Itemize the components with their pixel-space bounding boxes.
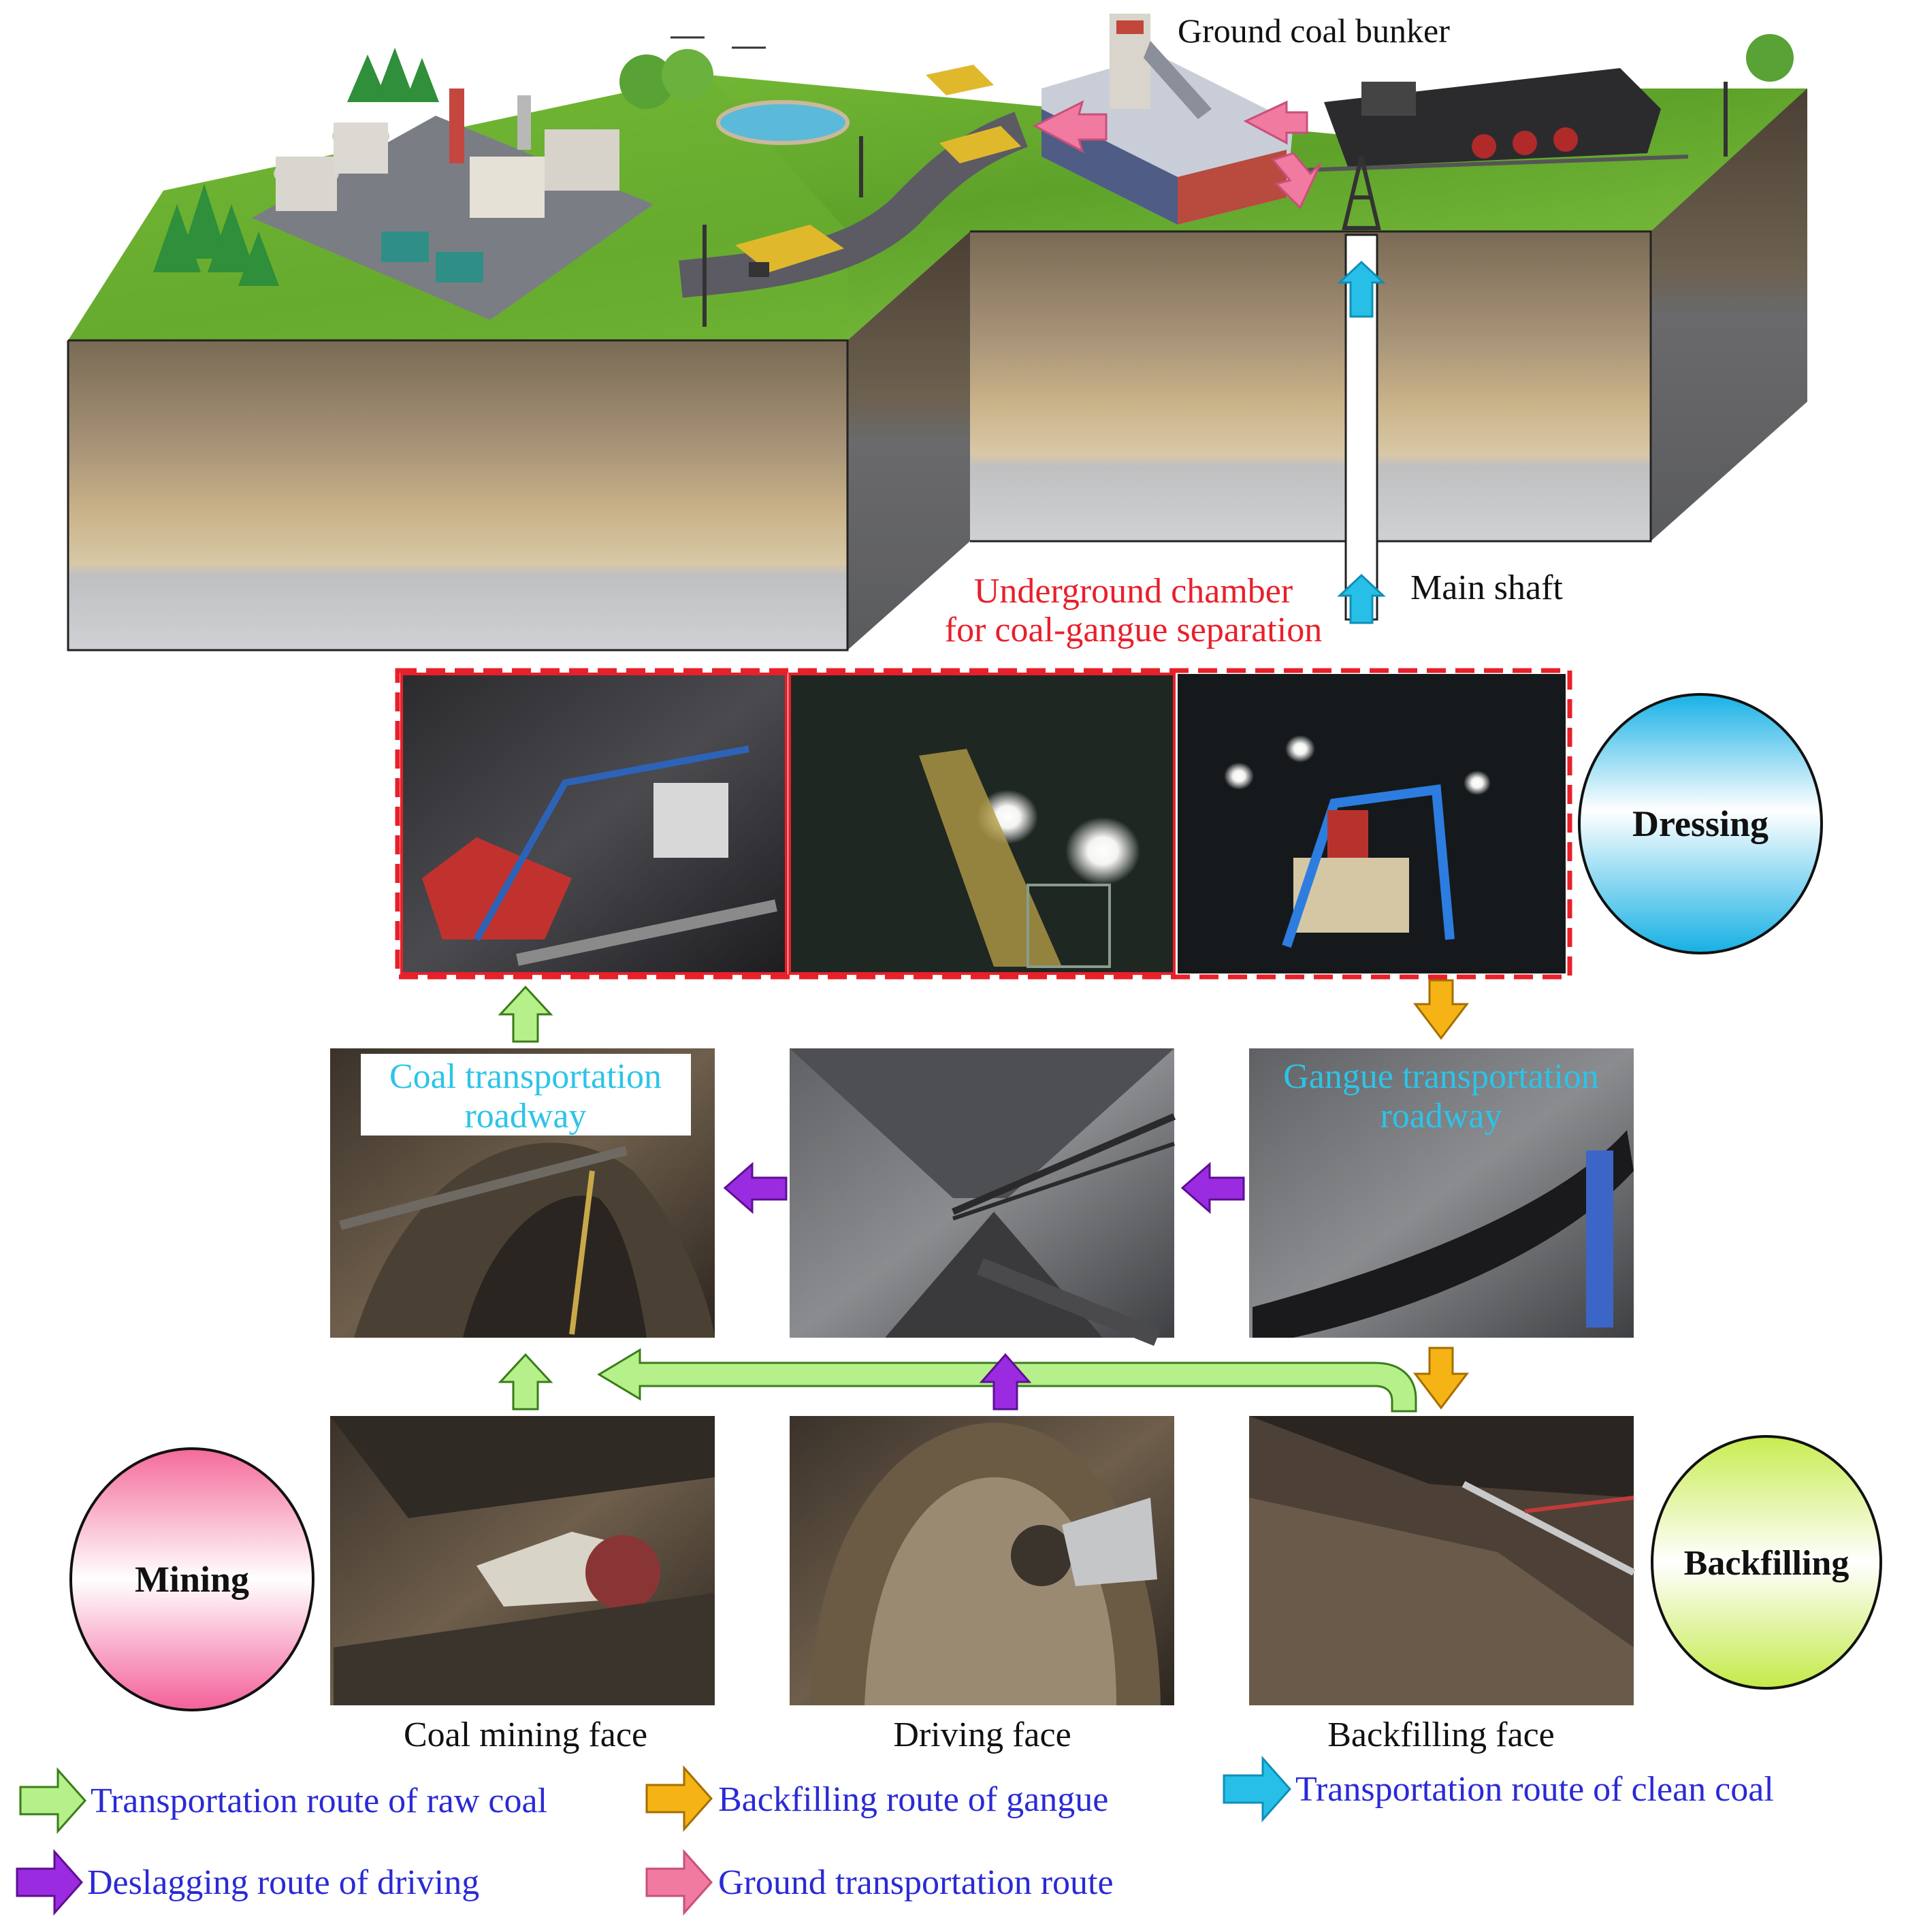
legend-item-ground: Ground transportation route [645,1849,1114,1916]
gangue-roadway-label-line2: roadway [1380,1097,1502,1136]
legend-text: Deslagging route of driving [87,1863,479,1902]
left-block-side [847,231,970,650]
bottom-row-photos [330,1416,1636,1705]
trees [153,34,1794,286]
chamber-label-line1: Underground chamber [974,572,1293,611]
right-block-side [1651,88,1807,541]
pond [716,100,850,145]
legend-text: Transportation route of raw coal [91,1782,547,1820]
blue-arrow-icon [1223,1756,1292,1822]
gangue-roadway-label-line1: Gangue transportation [1283,1057,1599,1096]
backfilling-label: Backfilling [1684,1544,1850,1583]
legend-item-deslagging: Deslagging route of driving [16,1849,479,1916]
dressing-label: Dressing [1632,803,1768,844]
terrain-block [67,14,1807,651]
coal-roadway-label-line2: roadway [464,1097,586,1136]
legend-text: Ground transportation route [718,1863,1114,1902]
dump-trucks [735,65,1021,277]
orange-arrow-icon [645,1765,713,1832]
drone-icons [671,36,766,49]
legend-item-raw-coal: Transportation route of raw coal [19,1767,547,1834]
legend-text: Backfilling route of gangue [718,1780,1108,1819]
coal-roadway-label-line1: Coal transportation [389,1057,662,1096]
backfilling-stage: Backfilling [1651,1435,1882,1690]
coal-mining-face-caption: Coal mining face [404,1716,647,1754]
mining-label: Mining [135,1559,249,1600]
main-shaft-label: Main shaft [1410,568,1563,607]
green-arrow-icon [19,1767,87,1834]
gangue-arrow-down-bottom [1412,1347,1470,1410]
separation-chamber-photos [400,673,1566,975]
clean-coal-arrows [1337,260,1386,624]
pink-arrow-icon [645,1849,713,1916]
dressing-stage: Dressing [1578,693,1823,954]
raw-coal-arrow-up-top [498,985,553,1043]
legend-item-backfill-gangue: Backfilling route of gangue [645,1765,1108,1832]
chamber-label-line2: for coal-gangue separation [945,611,1322,649]
right-block-front [970,231,1651,541]
mining-stage: Mining [69,1447,314,1711]
gangue-arrow-down-top [1412,979,1470,1040]
driving-face-caption: Driving face [893,1716,1071,1754]
street-lamps [702,82,1728,327]
chamber-dashed-border [395,668,1572,980]
backfilling-face-caption: Backfilling face [1327,1716,1555,1754]
ground-route-arrows [1032,100,1322,210]
legend: Transportation route of raw coal Backfil… [16,1756,1774,1916]
headframe [1342,156,1381,230]
deslag-arrows [723,1161,1245,1214]
deslag-arrow-up [979,1353,1032,1411]
ground-coal-bunker-label: Ground coal bunker [1178,12,1450,50]
legend-text: Transportation route of clean coal [1295,1770,1774,1809]
left-block-front [68,340,847,650]
power-plant [252,88,653,320]
legend-item-clean-coal: Transportation route of clean coal [1223,1756,1774,1822]
raw-coal-return-route [498,1348,1417,1413]
middle-row-photos [330,1048,1634,1347]
purple-arrow-icon [16,1849,84,1916]
